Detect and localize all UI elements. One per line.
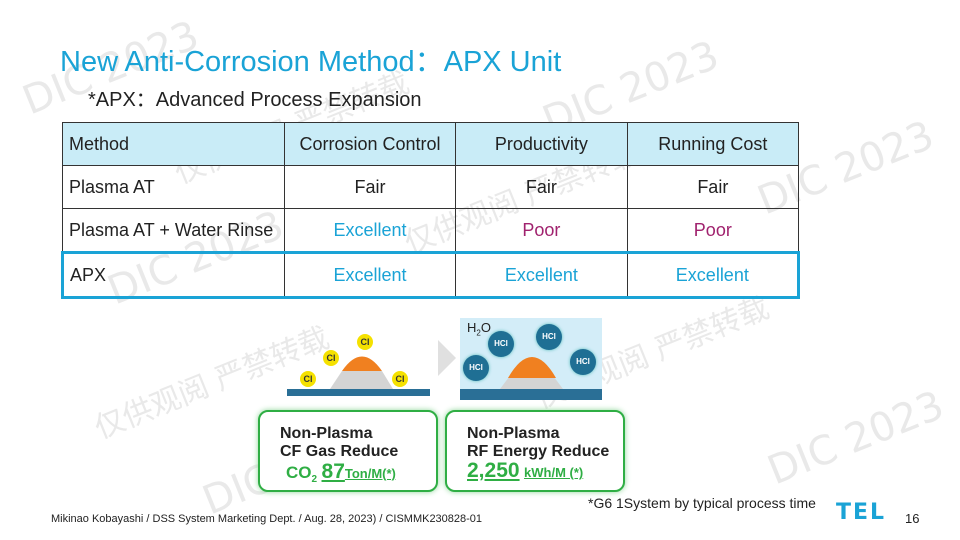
rating-cell: Fair	[626, 165, 800, 209]
rating-cell: Poor	[626, 208, 800, 253]
rf-energy-reduce-box: Non-Plasma RF Energy Reduce 2,250 kWh/M …	[445, 410, 625, 492]
cf-gas-reduce-box: Non-Plasma CF Gas Reduce CO2 87Ton/M(*)	[258, 410, 438, 492]
table-header-row: Method Corrosion Control Productivity Ru…	[62, 122, 800, 166]
watermark-dic: DIC 2023	[761, 382, 951, 495]
hcl-molecule: HCl	[488, 331, 514, 357]
page-subtitle: *APX：Advanced Process Expansion	[88, 89, 422, 111]
hcl-molecule: HCl	[463, 355, 489, 381]
box-line2: RF Energy Reduce	[467, 443, 610, 460]
page-number: 16	[905, 511, 920, 526]
rating-cell: Fair	[283, 165, 457, 209]
header-running-cost: Running Cost	[626, 122, 800, 166]
rating-cell: Fair	[455, 165, 628, 209]
arrow-right-icon	[436, 338, 458, 383]
cl-molecule: Cl	[357, 334, 373, 350]
method-cell: Plasma AT	[62, 165, 285, 209]
footer-text: Mikinao Kobayashi / DSS System Marketing…	[51, 513, 483, 525]
cl-molecule: Cl	[392, 371, 408, 387]
co2-reduction-value: CO2 87Ton/M(*)	[286, 460, 396, 486]
wafer-illustration	[287, 356, 430, 396]
box-line2: CF Gas Reduce	[280, 443, 399, 460]
h2o-label: H2O	[467, 320, 491, 338]
rating-cell: Excellent	[283, 208, 457, 253]
header-corrosion-control: Corrosion Control	[283, 122, 457, 166]
footnote: *G6 1System by typical process time	[588, 495, 816, 511]
water-rinse-diagram: H2O HCl HCl HCl HCl	[460, 318, 602, 400]
header-method: Method	[62, 122, 285, 166]
header-productivity: Productivity	[455, 122, 628, 166]
hcl-molecule: HCl	[536, 324, 562, 350]
rating-cell: Excellent	[283, 251, 457, 299]
energy-reduction-value: 2,250 kWh/M (*)	[467, 459, 584, 482]
rating-cell: Excellent	[626, 251, 801, 299]
table-row-apx: APX Excellent Excellent Excellent	[61, 251, 801, 299]
wafer-illustration	[460, 357, 602, 400]
tel-logo: TEL	[836, 500, 887, 525]
plasma-residue-diagram: Cl Cl Cl Cl	[285, 330, 435, 400]
rating-cell: Poor	[455, 208, 628, 253]
box-line1: Non-Plasma	[467, 425, 560, 442]
page-title: New Anti-Corrosion Method：APX Unit	[60, 46, 562, 78]
rating-cell: Excellent	[455, 251, 628, 299]
table-row: Plasma AT + Water Rinse Excellent Poor P…	[62, 208, 800, 253]
cl-molecule: Cl	[300, 371, 316, 387]
hcl-molecule: HCl	[570, 349, 596, 375]
method-cell: APX	[61, 251, 285, 299]
cl-molecule: Cl	[323, 350, 339, 366]
method-cell: Plasma AT + Water Rinse	[62, 208, 285, 253]
comparison-table: Method Corrosion Control Productivity Ru…	[61, 122, 801, 299]
table-row: Plasma AT Fair Fair Fair	[62, 165, 800, 209]
box-line1: Non-Plasma	[280, 425, 373, 442]
